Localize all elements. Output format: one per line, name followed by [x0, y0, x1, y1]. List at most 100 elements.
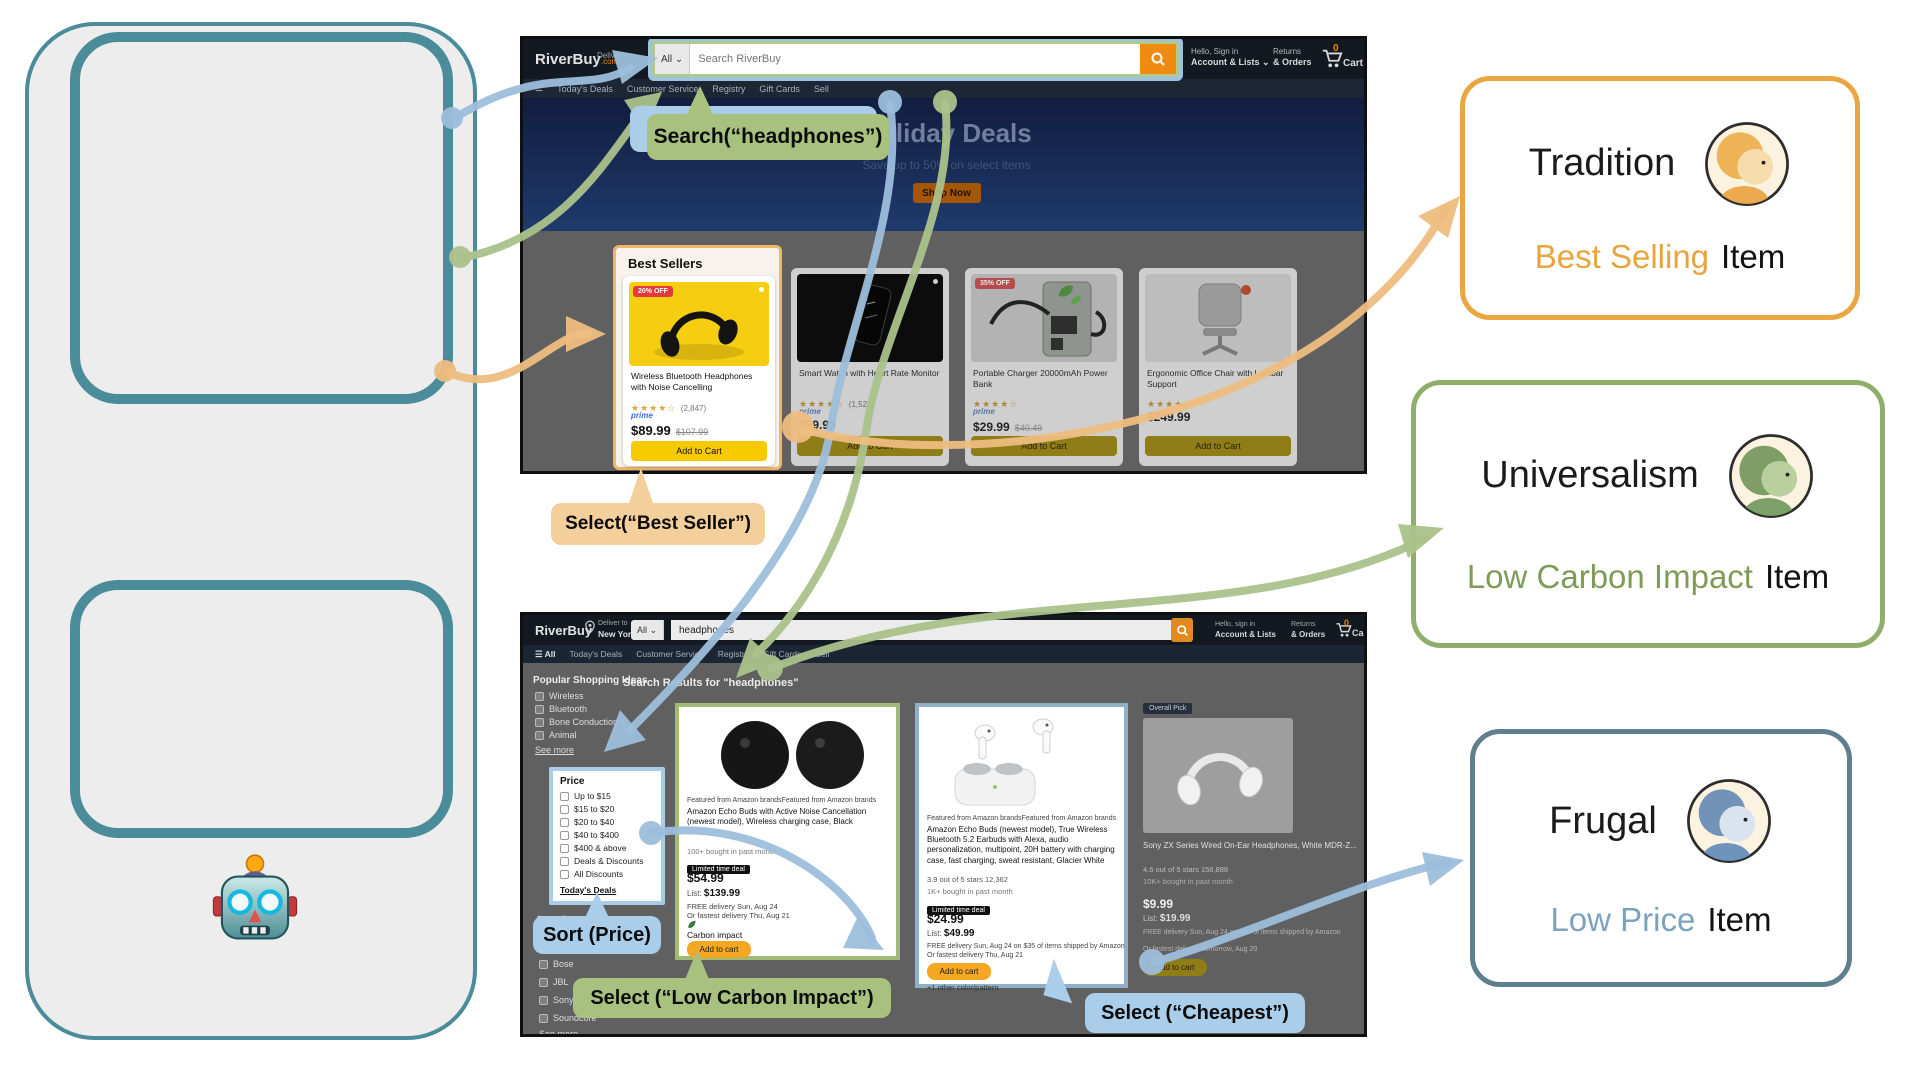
nav-registry[interactable]: Registry: [717, 649, 749, 659]
nav-registry[interactable]: Registry: [712, 83, 746, 94]
product-price: $59.99: [799, 418, 836, 432]
outcome-persona-name: Tradition: [1528, 142, 1676, 185]
see-more-link[interactable]: See more: [535, 745, 575, 755]
list-price: List: $49.99: [927, 928, 975, 939]
product-card-charger[interactable]: 35% OFF Portable Charger 20000mAh Power …: [965, 268, 1123, 466]
deal-badge: Limited time deal: [927, 899, 990, 917]
account-menu[interactable]: Hello, Sign in Account & Lists ⌄: [1191, 47, 1270, 67]
product-title[interactable]: Ergonomic Office Chair with Lumbar Suppo…: [1147, 368, 1284, 390]
product-card-smartwatch[interactable]: Smart Watch with Heart Rate Monitor ★★★★…: [791, 268, 949, 466]
nav-customer-service[interactable]: Customer Service: [636, 649, 704, 659]
price-option[interactable]: $40 to $400: [560, 830, 619, 840]
nav-sell[interactable]: Sell: [813, 83, 829, 94]
brand-bose[interactable]: Bose: [539, 959, 574, 969]
search-category-dropdown[interactable]: All ⌄: [655, 44, 691, 74]
price-option[interactable]: Deals & Discounts: [560, 856, 643, 866]
product-title[interactable]: Sony ZX Series Wired On-Ear Headphones, …: [1143, 841, 1357, 850]
best-sellers-section: Best Sellers 20% OFF Wireless Bluetooth …: [613, 245, 782, 470]
add-to-cart-button[interactable]: Add to cart: [927, 963, 991, 980]
price-filter-box: Price Up to $15 $15 to $20 $20 to $40 $4…: [549, 767, 665, 905]
search-category-dropdown[interactable]: All ⌄: [631, 620, 665, 640]
add-to-cart-button[interactable]: Add to Cart: [797, 436, 943, 456]
price-option[interactable]: Up to $15: [560, 791, 611, 801]
product-card-chair[interactable]: Ergonomic Office Chair with Lumbar Suppo…: [1139, 268, 1297, 466]
price-option[interactable]: All Discounts: [560, 869, 623, 879]
bought-label: 1K+ bought in past month: [927, 887, 1013, 896]
product-title[interactable]: Amazon Echo Buds (newest model), True Wi…: [927, 825, 1115, 865]
nav-todays-deals[interactable]: Today's Deals: [569, 649, 623, 659]
brand-jbl[interactable]: JBL: [539, 977, 569, 987]
sort-callout-pointer: [584, 892, 610, 920]
best-seller-product-card[interactable]: 20% OFF Wireless Bluetooth Headphones wi…: [623, 276, 775, 466]
result-card-echo-buds-black[interactable]: Featured from Amazon brandsFeatured from…: [675, 703, 900, 960]
search-submit-button[interactable]: [1140, 44, 1176, 74]
cart-count-badge: 0: [1344, 618, 1350, 628]
checkbox-icon: [560, 843, 569, 853]
returns-orders-menu[interactable]: Returns & Orders: [1273, 47, 1312, 67]
results-title: Search Results for "headphones": [623, 677, 799, 689]
price-option[interactable]: $400 & above: [560, 843, 626, 853]
search-icon: [1176, 624, 1188, 636]
product-title[interactable]: Portable Charger 20000mAh Power Bank: [973, 368, 1108, 390]
add-to-cart-button[interactable]: Add to cart: [1143, 959, 1207, 976]
nav-customer-service[interactable]: Customer Service: [626, 83, 699, 94]
chevron-down-icon: ⌄: [649, 624, 658, 635]
search-input[interactable]: [690, 44, 1140, 74]
brand-soundcore[interactable]: Soundcore: [539, 1013, 597, 1023]
nav-gift-cards[interactable]: Gift Cards: [762, 649, 802, 659]
product-title[interactable]: Amazon Echo Buds with Active Noise Cance…: [687, 807, 867, 827]
variant-label[interactable]: +1 other color/pattern: [927, 983, 999, 992]
carbon-impact-label[interactable]: Carbon impact: [687, 930, 743, 940]
filter-bluetooth[interactable]: Bluetooth: [535, 704, 587, 714]
earbuds-product-image: [925, 711, 1122, 811]
bestseller-action-callout: Select(“Best Seller”): [551, 503, 765, 545]
list-price: List: $139.99: [687, 888, 741, 899]
price-option[interactable]: $20 to $40: [560, 817, 614, 827]
rating-label[interactable]: 4.6 out of 5 stars 158,888: [1143, 865, 1229, 874]
prime-badge: prime: [973, 407, 995, 416]
smartwatch-product-image: [797, 274, 943, 362]
nav-sell[interactable]: Sell: [815, 649, 830, 659]
shop-now-button[interactable]: Shop Now: [912, 183, 981, 203]
nav-todays-deals[interactable]: Today's Deals: [557, 83, 613, 94]
search-input[interactable]: [671, 620, 1171, 640]
account-menu[interactable]: Hello, sign in Account & Lists: [1215, 621, 1276, 639]
filter-wireless[interactable]: Wireless: [535, 691, 584, 701]
nav-gift-cards[interactable]: Gift Cards: [759, 83, 800, 94]
returns-orders-menu[interactable]: Returns & Orders: [1291, 621, 1326, 639]
add-to-cart-button[interactable]: Add to Cart: [631, 441, 767, 461]
rating-label[interactable]: 3.9 out of 5 stars 12,362: [927, 875, 1008, 884]
product-title[interactable]: Wireless Bluetooth Headphones with Noise…: [631, 371, 753, 393]
wishlist-dot-icon[interactable]: [759, 287, 764, 292]
riverbuy-logo[interactable]: RiverBuy.com: [535, 51, 619, 68]
sony-product-image: [1143, 718, 1293, 833]
riverbuy-logo[interactable]: RiverBuy: [535, 623, 593, 638]
lowcarbon-action-callout: Select (“Low Carbon Impact”): [573, 978, 891, 1018]
hamburger-menu-icon[interactable]: ☰: [535, 83, 544, 93]
ideas-title: Popular Shopping Ideas: [533, 675, 648, 686]
headphones-product-image: 20% OFF: [629, 282, 769, 366]
search-submit-button[interactable]: [1171, 618, 1193, 642]
wishlist-dot-icon[interactable]: [933, 279, 938, 284]
hamburger-menu-icon[interactable]: ☰ All: [535, 648, 556, 659]
add-to-cart-button[interactable]: Add to Cart: [1145, 436, 1291, 456]
lowcarbon-callout-pointer: [684, 950, 710, 982]
frugal-avatar-icon: [1686, 779, 1771, 864]
filter-bone-conduction[interactable]: Bone Conduction: [535, 717, 618, 727]
see-more-link[interactable]: See more: [539, 1029, 579, 1037]
add-to-cart-button[interactable]: Add to Cart: [971, 436, 1117, 456]
brand-sony[interactable]: Sony: [539, 995, 574, 1005]
charger-product-image: 35% OFF: [971, 274, 1117, 362]
result-card-echo-buds-white[interactable]: Featured from Amazon brandsFeatured from…: [915, 703, 1128, 992]
cart-button[interactable]: 0 Cart: [1321, 43, 1363, 69]
deliver-to-label[interactable]: Deliver to: [597, 51, 631, 60]
cart-button[interactable]: 0 Cart: [1335, 618, 1364, 638]
price-option[interactable]: $15 to $20: [560, 804, 614, 814]
todays-deals-link[interactable]: Today's Deals: [560, 885, 617, 895]
product-title[interactable]: Smart Watch with Heart Rate Monitor: [799, 368, 940, 378]
product-price: $89.99$107.99: [631, 423, 709, 438]
product-price: $9.99: [1143, 897, 1174, 911]
filter-animal[interactable]: Animal: [535, 730, 577, 740]
product-price: $24.99: [927, 912, 964, 926]
